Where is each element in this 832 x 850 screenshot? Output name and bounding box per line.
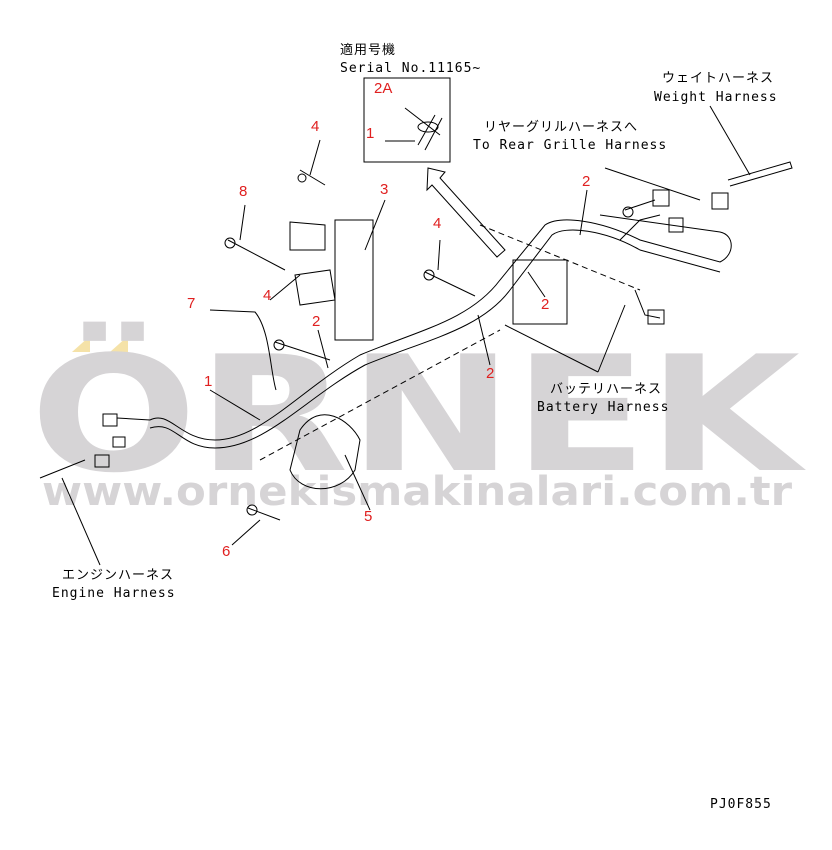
watermark-url: www.ornekismakinalari.com.tr — [42, 469, 792, 515]
callout-6: 6 — [222, 543, 230, 560]
engine-harness-en: Engine Harness — [52, 586, 176, 601]
callout-1: 1 — [204, 373, 212, 390]
callout-1-inset: 1 — [366, 125, 374, 142]
weight-harness-jp: ウェイトハーネス — [662, 71, 774, 86]
callout-4: 4 — [433, 215, 441, 232]
serial-note-jp: 適用号機 — [340, 42, 396, 58]
harness-drawing — [39, 161, 793, 521]
rear-grille-jp: リヤーグリルハーネスへ — [484, 120, 638, 135]
weight-harness-en: Weight Harness — [654, 90, 778, 105]
callout-2: 2 — [541, 296, 549, 313]
drawing-code: PJ0F855 — [710, 797, 772, 812]
watermark-brand: ÖRNEK — [30, 320, 806, 508]
callout-7: 7 — [187, 295, 195, 312]
watermark: ÖRNEK www.ornekismakinalari.com.tr — [30, 320, 806, 515]
serial-note-en: Serial No.11165~ — [340, 61, 481, 76]
rear-grille-en: To Rear Grille Harness — [473, 138, 667, 153]
leader-weight — [709, 105, 751, 176]
callout-2: 2 — [582, 173, 590, 190]
inset-detail: 2A 1 — [363, 77, 451, 163]
inset-arrow — [426, 167, 506, 258]
callout-2: 2 — [312, 313, 320, 330]
engine-harness-jp: エンジンハーネス — [62, 568, 174, 583]
watermark-accent — [72, 336, 90, 352]
watermark-accent — [110, 336, 128, 352]
callout-8: 8 — [239, 183, 247, 200]
leader-battery — [504, 304, 626, 373]
battery-harness-en: Battery Harness — [537, 400, 669, 415]
callout-2A: 2A — [374, 80, 392, 97]
callout-4: 4 — [263, 287, 271, 304]
callout-5: 5 — [364, 508, 372, 525]
callout-2: 2 — [486, 365, 494, 382]
callout-3: 3 — [380, 181, 388, 198]
leader-engine — [61, 477, 101, 566]
battery-harness-jp: バッテリハーネス — [550, 382, 662, 397]
callout-4: 4 — [311, 118, 319, 135]
leader-rear-grille — [604, 167, 701, 201]
